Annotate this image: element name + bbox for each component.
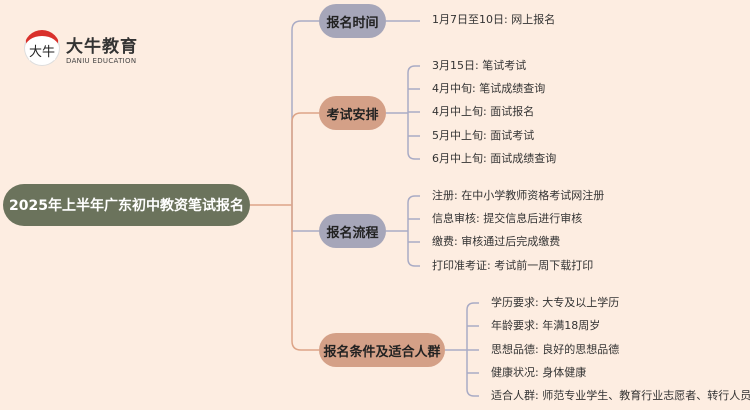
- leaf-item: 适合人群: 师范专业学生、教育行业志愿者、转行人员: [491, 389, 750, 402]
- logo-badge-icon: 大牛: [24, 30, 60, 66]
- branch-registration-process[interactable]: 报名流程: [319, 214, 386, 248]
- branch-registration-time[interactable]: 报名时间: [319, 4, 386, 38]
- leaf-item: 缴费: 审核通过后完成缴费: [432, 235, 561, 248]
- logo-subtitle: DANIU EDUCATION: [66, 56, 137, 65]
- logo: 大牛 大牛教育 DANIU EDUCATION: [24, 30, 138, 66]
- leaf-item: 5月中上旬: 面试考试: [432, 129, 535, 142]
- leaf-item: 6月中上旬: 面试成绩查询: [432, 152, 557, 165]
- leaf-item: 健康状况: 身体健康: [491, 366, 587, 379]
- root-node[interactable]: 2025年上半年广东初中教资笔试报名: [3, 184, 250, 226]
- leaf-item: 4月中上旬: 面试报名: [432, 105, 535, 118]
- branch-requirements[interactable]: 报名条件及适合人群: [319, 333, 445, 367]
- logo-name: 大牛教育: [66, 36, 138, 57]
- leaf-item: 打印准考证: 考试前一周下载打印: [432, 259, 594, 272]
- leaf-item: 年龄要求: 年满18周岁: [491, 319, 601, 332]
- leaf-item: 1月7日至10日: 网上报名: [432, 13, 556, 26]
- leaf-item: 4月中旬: 笔试成绩查询: [432, 82, 546, 95]
- leaf-item: 思想品德: 良好的思想品德: [491, 343, 620, 356]
- leaf-item: 信息审核: 提交信息后进行审核: [432, 212, 583, 225]
- leaf-item: 注册: 在中小学教师资格考试网注册: [432, 189, 605, 202]
- leaf-item: 学历要求: 大专及以上学历: [491, 296, 620, 309]
- branch-exam-schedule[interactable]: 考试安排: [319, 96, 386, 130]
- leaf-item: 3月15日: 笔试考试: [432, 59, 527, 72]
